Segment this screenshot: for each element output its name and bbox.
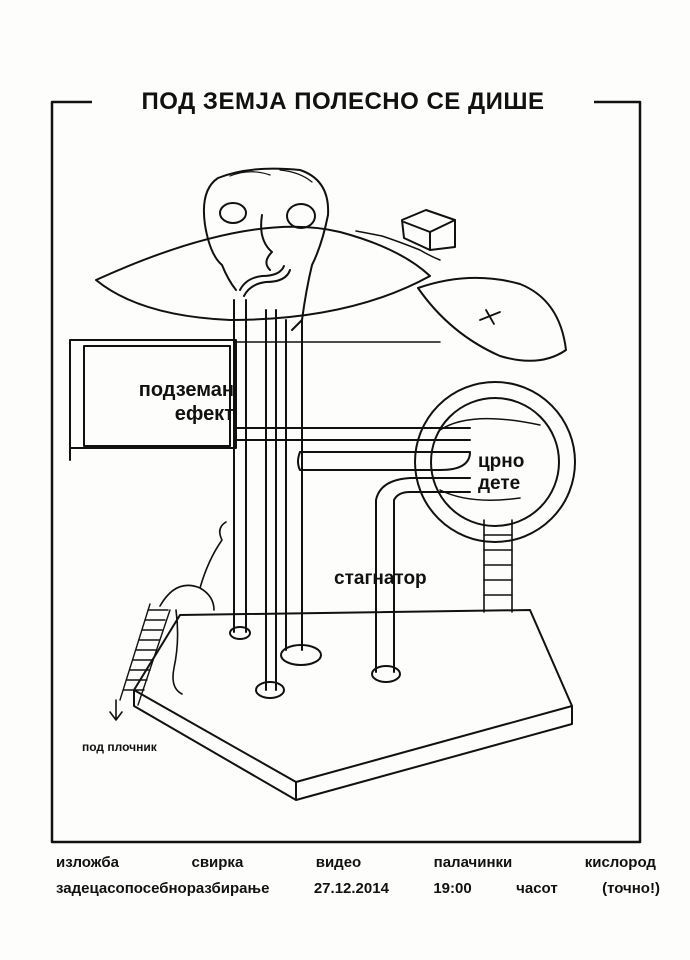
creature <box>159 521 227 695</box>
billboard <box>69 339 237 461</box>
nose <box>260 214 273 271</box>
label-crno-dete: црно дете <box>478 451 524 495</box>
footer-details: задецасопосебноразбирање 27.12.2014 19:0… <box>56 880 660 897</box>
pipe-middle <box>297 451 471 471</box>
footer-item-palacinki: палачинки <box>433 854 513 871</box>
head <box>202 167 330 331</box>
eye-right <box>286 203 316 229</box>
ladder <box>483 519 513 613</box>
ring-outer <box>414 381 576 543</box>
dome <box>417 276 567 362</box>
footer-item-kislorod: кислород <box>584 854 656 871</box>
label-crno: црно <box>478 451 525 472</box>
pipe-v1 <box>233 299 247 633</box>
label-pod-plochnik: под плочник <box>82 740 157 754</box>
pipe-v4 <box>375 477 471 673</box>
hole-4 <box>371 665 401 683</box>
footer-item-video: видео <box>315 854 362 871</box>
mouth-tube <box>239 265 291 297</box>
frame-border <box>50 100 642 844</box>
staircase <box>119 603 171 706</box>
footer-tochno: (точно!) <box>602 880 660 897</box>
platform-edge <box>133 689 573 801</box>
footer-item-izlozba: изложба <box>56 854 120 871</box>
pipe-v2 <box>265 309 277 691</box>
footer-item-svirka: свирка <box>191 854 244 871</box>
label-efekt: ефект <box>174 403 234 425</box>
hair <box>229 169 313 183</box>
dome-mark <box>479 309 501 325</box>
footer-note: задецасопосебноразбирање <box>56 880 270 897</box>
label-dete: дете <box>478 473 521 494</box>
hole-2 <box>280 644 322 666</box>
footer-date: 27.12.2014 <box>313 880 389 897</box>
down-arrow-icon <box>109 699 123 721</box>
label-stagnator: стагнатор <box>334 568 427 589</box>
poster-title: ПОД ЗЕМЈА ПОЛЕСНО СЕ ДИШЕ <box>92 88 594 116</box>
footer-chasot: часот <box>516 880 558 897</box>
footer-events: изложба свирка видео палачинки кислород <box>56 854 656 871</box>
label-podzeman: подземан <box>138 379 234 401</box>
ring-inner <box>430 397 560 527</box>
hole-1 <box>229 626 251 640</box>
ground-crack <box>355 230 441 261</box>
small-box <box>401 209 456 251</box>
label-podzeman-efekt: подземан ефект <box>86 378 234 426</box>
pipe-v3 <box>285 319 303 651</box>
eye-left <box>219 202 247 224</box>
hole-3 <box>255 681 285 699</box>
platform <box>133 609 573 783</box>
footer-time: 19:00 <box>433 880 472 897</box>
lens-shape <box>95 225 431 321</box>
